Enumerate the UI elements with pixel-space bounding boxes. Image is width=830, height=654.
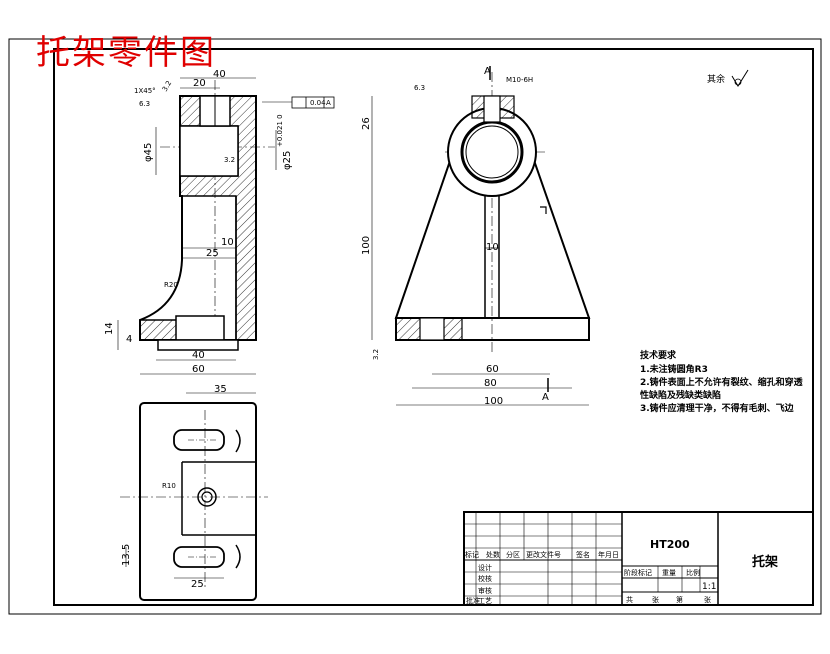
tb-approve: 批准 (466, 596, 480, 605)
tolerance-value: 0.04 (310, 99, 326, 107)
tb-header: 年月日 (598, 550, 619, 559)
tb-label: 阶段标记 (624, 568, 652, 577)
dim-phi25: φ25 (282, 151, 293, 170)
notes-heading: 技术要求 (640, 349, 677, 361)
roughness-label: 6.3 (414, 84, 425, 92)
note-item: 3.铸件应清理干净，不得有毛刺、飞边 (640, 402, 795, 414)
dim-r20: R20 (164, 281, 178, 289)
chamfer-label: 1X45° (134, 87, 156, 95)
side-section-view (117, 77, 335, 375)
dim-80: 80 (484, 378, 497, 389)
tb-sheet: 张 (704, 595, 711, 604)
roughness-label: 3.2 (224, 156, 235, 164)
tb-header: 标记 (465, 550, 479, 559)
dim-60: 60 (192, 364, 205, 375)
note-item: 2.铸件表面上不允许有裂纹、缩孔和穿透 (640, 376, 804, 388)
dim-35: 35 (214, 384, 227, 395)
dim-r10: R10 (162, 482, 176, 490)
tb-scale: 1:1 (702, 582, 716, 592)
technical-notes: 技术要求 1.未注铸圆角R3 2.铸件表面上不允许有裂纹、缩孔和穿透 性缺陷及残… (640, 349, 804, 414)
outer-border (8, 38, 822, 615)
dim-25: 25 (191, 579, 204, 590)
tb-sheet: 第 (676, 595, 683, 604)
tb-role: 设计 (478, 563, 492, 572)
note-item: 1.未注铸圆角R3 (640, 363, 708, 375)
tb-role: 审核 (478, 586, 492, 595)
tb-header: 签名 (576, 550, 590, 559)
tb-sheet: 共 (626, 595, 633, 604)
dim-20: 20 (193, 78, 206, 89)
tb-header: 更改文件号 (526, 550, 561, 559)
roughness-label: 6.3 (139, 100, 150, 108)
bottom-view (120, 392, 268, 601)
tb-part-name: 托架 (752, 554, 778, 570)
inner-frame (53, 48, 814, 606)
other-roughness-label: 其余 (707, 73, 725, 85)
dim-13-5: 13.5 (121, 544, 132, 566)
section-label: A (484, 66, 491, 77)
tb-role: 工艺 (478, 597, 492, 605)
tb-sheet: 张 (652, 595, 659, 604)
note-item: 性缺陷及残缺类缺陷 (640, 389, 721, 401)
dim-26: 26 (361, 117, 372, 130)
side-view-dimensions: 1X45° 6.3 3.2 20 40 0.04 A φ45 φ25 +0.02… (104, 69, 331, 375)
tb-material: HT200 (650, 538, 690, 551)
dim-4: 4 (126, 334, 132, 345)
bottom-view-dimensions: 35 R10 13.5 25 (121, 384, 227, 590)
roughness-label: 3.2 (372, 349, 380, 360)
dim-60: 60 (486, 364, 499, 375)
tolerance-datum: A (326, 99, 331, 107)
dim-10: 10 (486, 242, 499, 253)
general-roughness: 其余 (707, 69, 749, 87)
dim-10: 10 (221, 237, 234, 248)
dim-100: 100 (484, 396, 503, 407)
dim-40: 40 (213, 69, 226, 80)
dim-tolerance: +0.021 0 (276, 114, 284, 147)
dim-100: 100 (361, 236, 372, 255)
roughness-label: 3.2 (161, 79, 173, 93)
tb-header: 分区 (506, 550, 520, 559)
tb-label: 重量 (662, 569, 676, 577)
dim-40: 40 (192, 350, 205, 361)
section-label: A (542, 392, 549, 403)
tb-header: 处数 (486, 550, 500, 559)
dim-phi45: φ45 (143, 143, 154, 162)
dim-25: 25 (206, 248, 219, 259)
page-title: 托架零件图 (36, 33, 216, 73)
dim-14: 14 (104, 322, 115, 335)
tb-label: 比例 (686, 568, 700, 577)
front-view (371, 66, 591, 406)
front-view-dimensions: A M10-6H 6.3 26 100 10 3.2 60 80 100 A (361, 66, 549, 407)
tb-role: 校核 (478, 574, 492, 583)
title-block-text: 标记 处数 分区 更改文件号 签名 年月日 设计 校核 审核 工艺 批准 HT2… (465, 538, 778, 605)
thread-label: M10-6H (506, 76, 533, 84)
title-block (463, 511, 814, 606)
